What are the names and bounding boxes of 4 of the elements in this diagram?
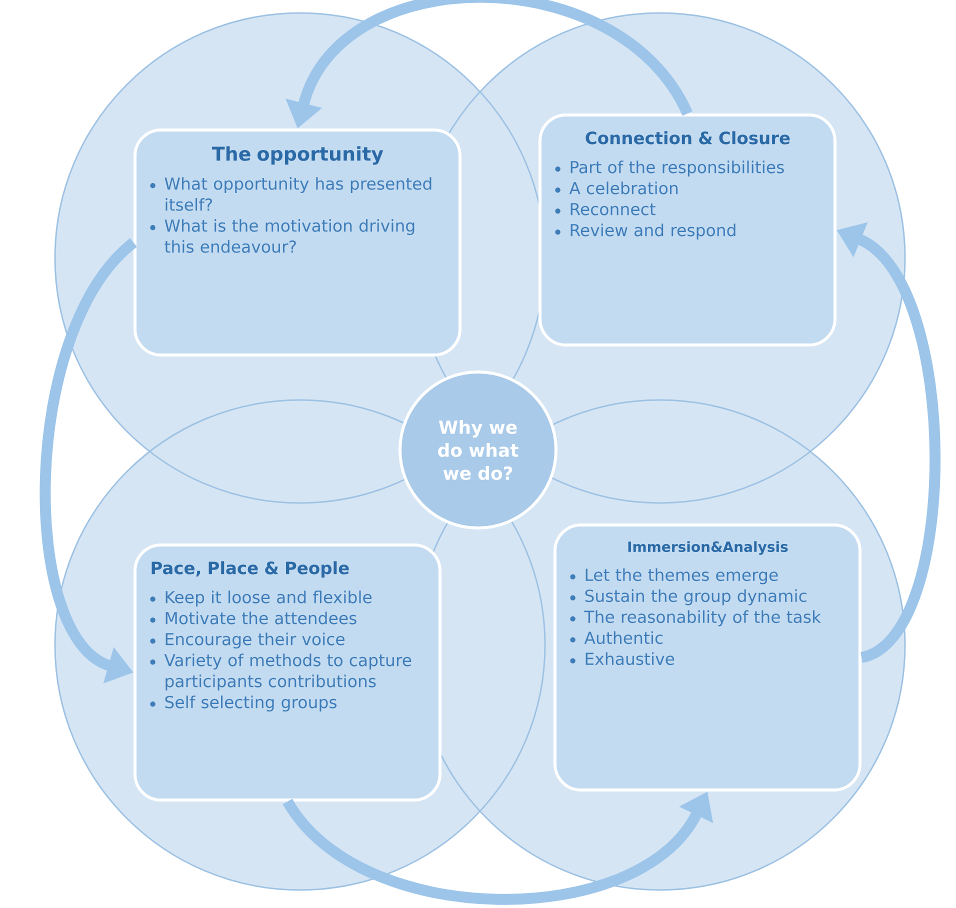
rounded-box: Connection & Closure Part of the responsibilities A celebration Reconnect Review and respond bbox=[538, 114, 836, 346]
rounded-box: Pace, Place & People Keep it loose and flexible Motivate the attendees Encourage their voice Variety of methods to capture participants contributions Self selecting groups bbox=[134, 544, 442, 802]
rounded-box: The opportunity What opportunity has presented itself? What is the motivation driving this endeavour? bbox=[134, 128, 462, 356]
rounded-box: Immersion&Analysis Let the themes emerge Sustain the group dynamic The reasonability of the task Authentic Exhaustive bbox=[554, 524, 862, 792]
